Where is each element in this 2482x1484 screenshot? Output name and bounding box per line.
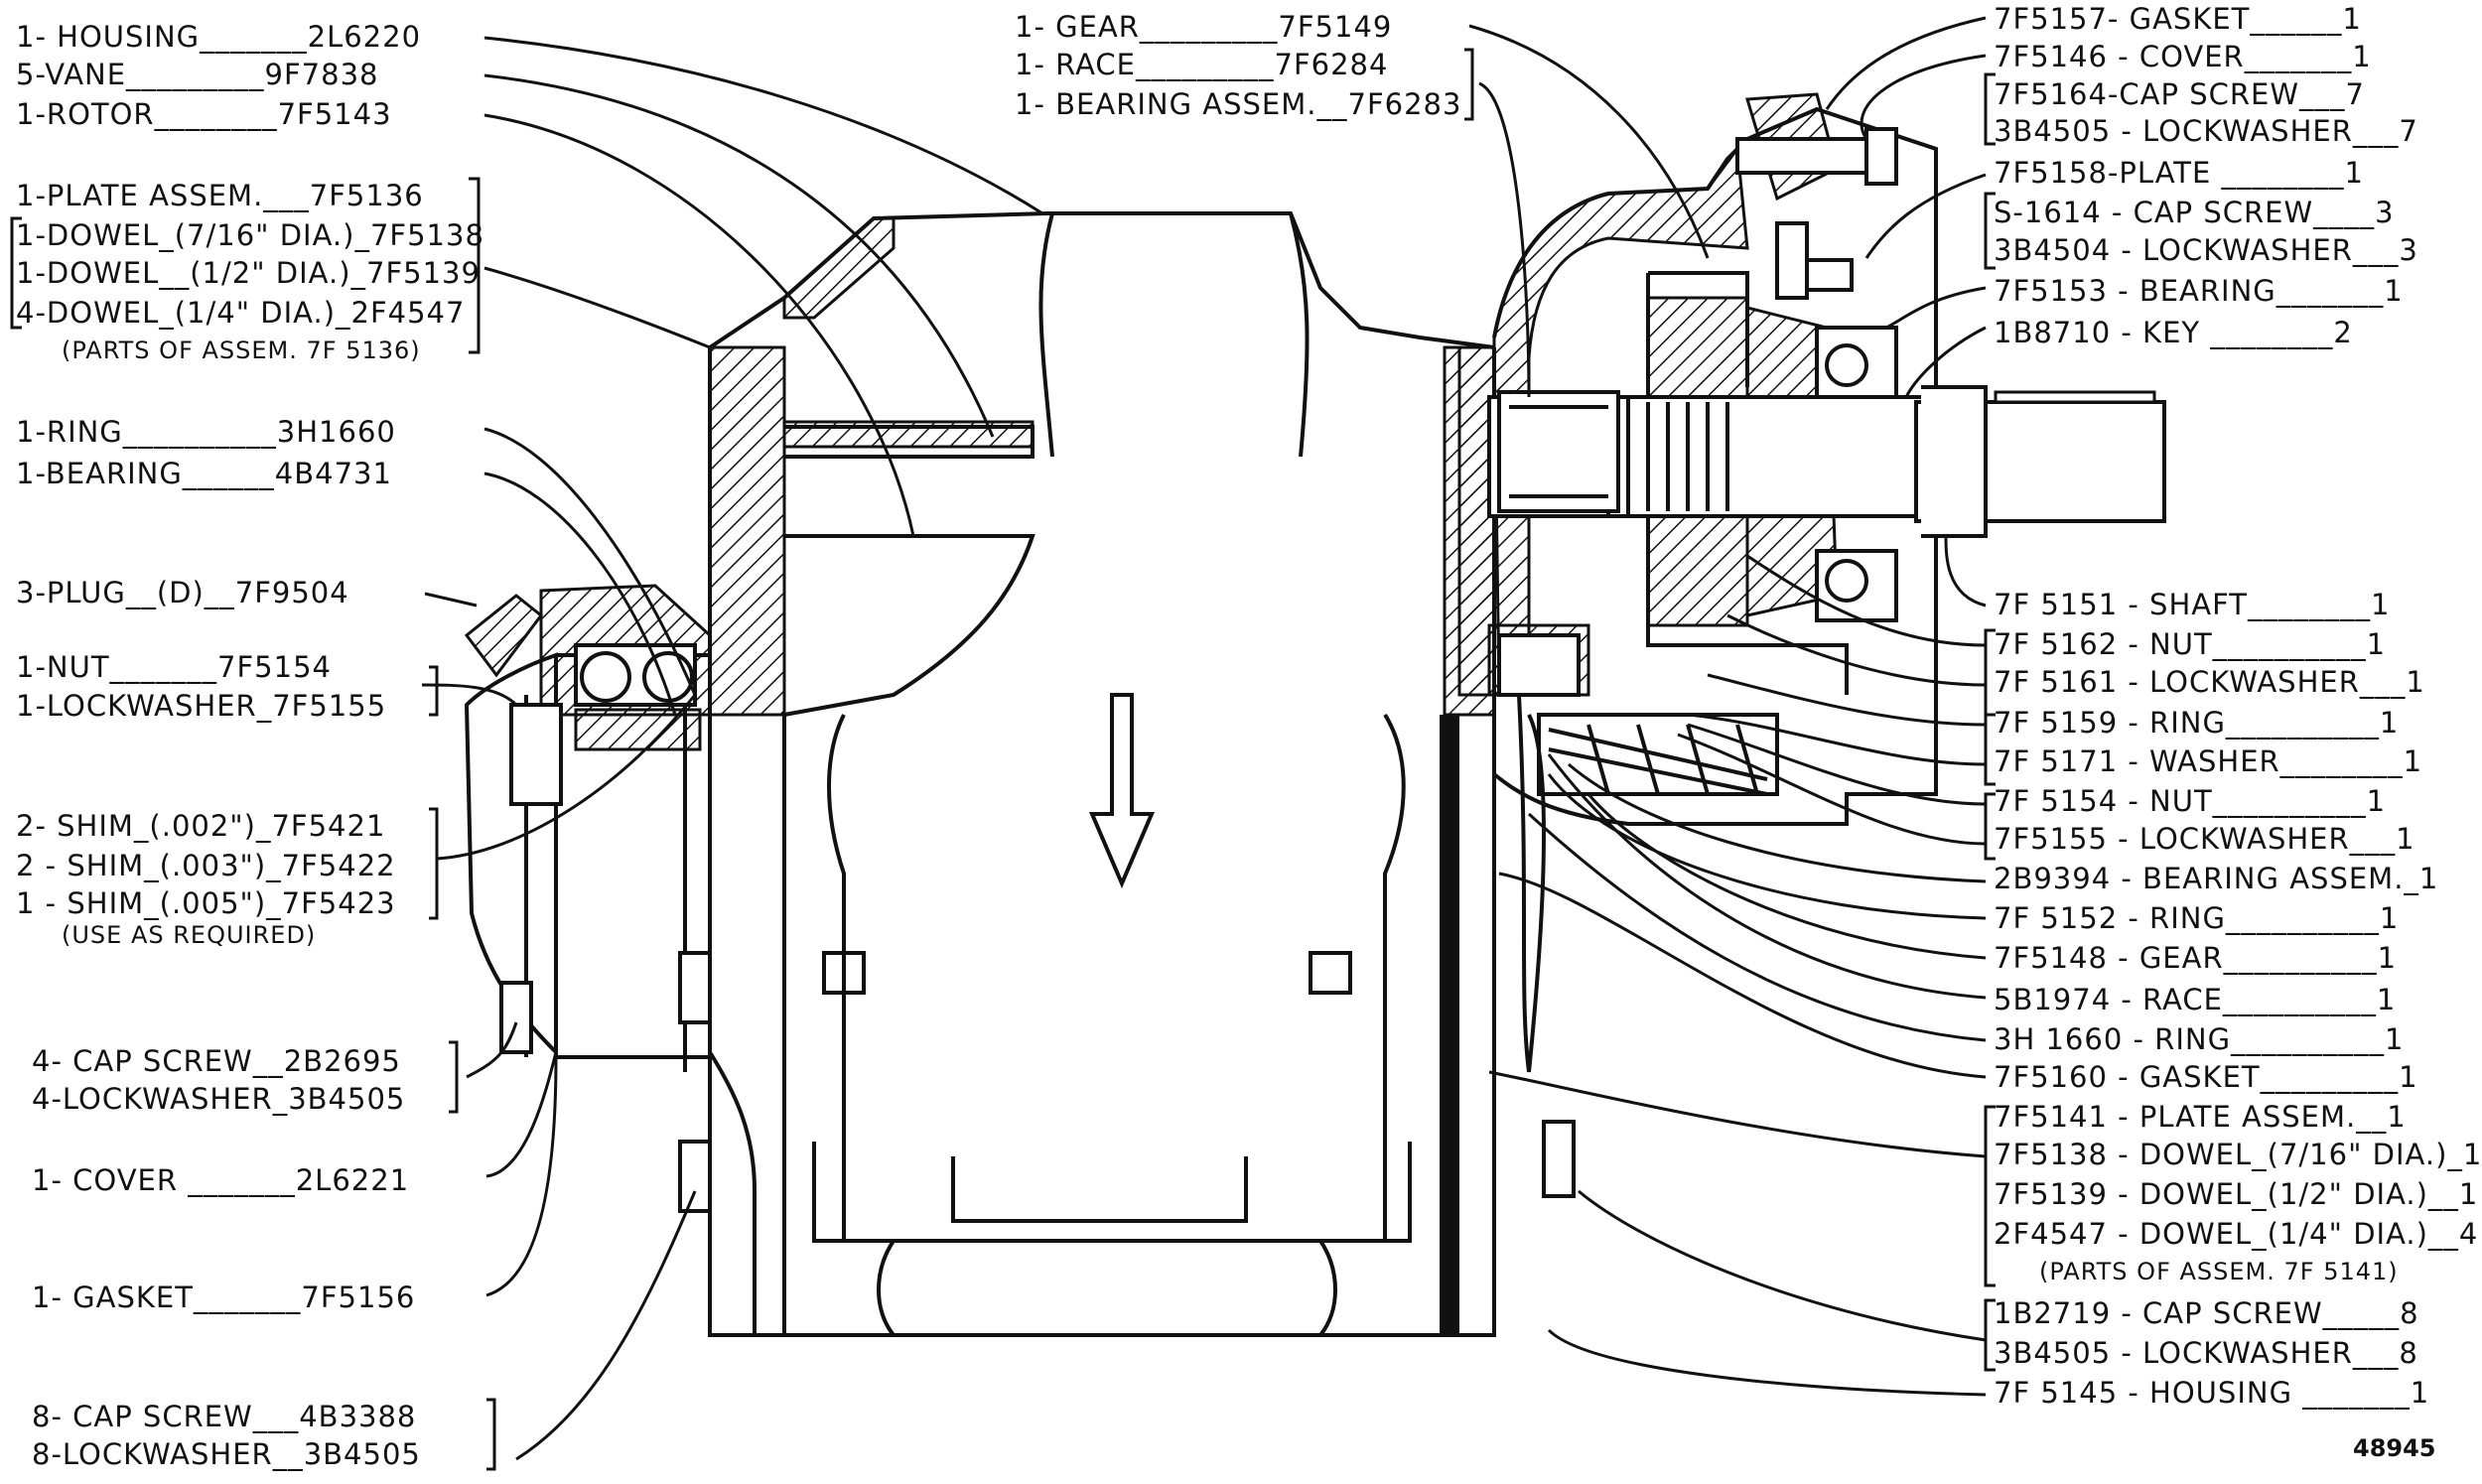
label-ring-7f5152: 7F 5152 - RING__________1	[1994, 901, 2400, 935]
label-shim-002: 2- SHIM_(.002")_7F5421	[16, 809, 386, 843]
label-bearing: 1-BEARING______4B4731	[16, 457, 392, 490]
label-use-as-required: (USE AS REQUIRED)	[62, 921, 317, 949]
label-shim-003: 2 - SHIM_(.003")_7F5422	[16, 849, 396, 882]
label-parts-of-assem-7f5136: (PARTS OF ASSEM. 7F 5136)	[62, 337, 421, 364]
label-gear-7f5149: 1- GEAR_________7F5149	[1015, 10, 1393, 44]
label-plate-7f5158: 7F5158-PLATE ________1	[1994, 156, 2365, 190]
label-plate-assem-7f5141: 7F5141 - PLATE ASSEM.__1	[1994, 1100, 2407, 1134]
label-race-5b1974: 5B1974 - RACE__________1	[1994, 983, 2397, 1016]
label-ring-7f5159: 7F 5159 - RING__________1	[1994, 706, 2400, 740]
label-nut: 1-NUT_______7F5154	[16, 650, 332, 684]
label-plate-assem: 1-PLATE ASSEM.___7F5136	[16, 179, 424, 212]
label-dowel-2f4547-right: 2F4547 - DOWEL_(1/4" DIA.)__4	[1994, 1217, 2479, 1251]
label-shaft-7f5151: 7F 5151 - SHAFT________1	[1994, 588, 2391, 621]
label-nut-7f5162: 7F 5162 - NUT__________1	[1994, 627, 2387, 661]
label-dowel-7f5138-right: 7F5138 - DOWEL_(7/16" DIA.)_1	[1994, 1138, 2482, 1171]
label-key-1b8710: 1B8710 - KEY ________2	[1994, 316, 2353, 349]
label-lockwasher-3b4505-right: 3B4505 - LOCKWASHER___8	[1994, 1336, 2418, 1370]
label-cap-screw-7f5164: 7F5164-CAP SCREW___7	[1994, 77, 2365, 111]
label-parts-of-assem-7f5141: (PARTS OF ASSEM. 7F 5141)	[2039, 1258, 2399, 1285]
label-lockwasher-3b4505-8: 8-LOCKWASHER__3B4505	[32, 1437, 421, 1471]
label-cover-7f5146: 7F5146 - COVER_______1	[1994, 40, 2372, 73]
lower-gear-assembly	[1527, 713, 1779, 1073]
label-ring-3h1660-right: 3H 1660 - RING__________1	[1994, 1022, 2405, 1056]
label-gasket-7f5156: 1- GASKET_______7F5156	[32, 1281, 416, 1314]
label-rotor: 1-ROTOR________7F5143	[16, 97, 392, 131]
label-lockwasher-3b4505-7: 3B4505 - LOCKWASHER___7	[1994, 114, 2418, 148]
label-washer-7f5171: 7F 5171 - WASHER________1	[1994, 744, 2423, 778]
main-housing	[708, 211, 1496, 1337]
flow-direction-arrow-icon	[1088, 693, 1156, 889]
label-plug: 3-PLUG__(D)__7F9504	[16, 576, 349, 609]
label-cap-screw-s1614: S-1614 - CAP SCREW____3	[1994, 196, 2395, 229]
label-lockwasher-3b4504: 3B4504 - LOCKWASHER___3	[1994, 233, 2418, 267]
label-nut-7f5154: 7F 5154 - NUT__________1	[1994, 784, 2387, 818]
leader-lines	[421, 16, 1987, 1461]
label-race-7f6284: 1- RACE_________7F6284	[1015, 48, 1389, 81]
roller-bearing	[1497, 390, 1620, 697]
left-cap-screws	[499, 951, 1576, 1213]
label-bearing-assem-7f6283: 1- BEARING ASSEM.__7F6283	[1015, 87, 1462, 121]
label-brackets	[10, 48, 1996, 1471]
right-ball-bearings	[1815, 326, 1898, 622]
label-dowel-1-4: 4-DOWEL_(1/4" DIA.)_2F4547	[16, 296, 466, 330]
label-dowel-1-2: 1-DOWEL__(1/2" DIA.)_7F5139	[16, 256, 481, 290]
label-lockwasher-7f5161: 7F 5161 - LOCKWASHER___1	[1994, 665, 2425, 699]
label-shim-005: 1 - SHIM_(.005")_7F5423	[16, 886, 396, 920]
label-cap-screw-2b2695: 4- CAP SCREW__2B2695	[32, 1044, 401, 1078]
label-vane: 5-VANE_________9F7838	[16, 58, 379, 91]
label-cover: 1- COVER _______2L6221	[32, 1163, 410, 1197]
label-dowel-7f5139-right: 7F5139 - DOWEL_(1/2" DIA.)__1	[1994, 1177, 2479, 1211]
label-lockwasher-7f5155-right: 7F5155 - LOCKWASHER___1	[1994, 822, 2415, 856]
label-cap-screw-1b2719: 1B2719 - CAP SCREW_____8	[1994, 1296, 2419, 1330]
label-gasket-7f5157: 7F5157- GASKET______1	[1994, 2, 2362, 36]
right-cap-screws	[1735, 127, 1898, 300]
label-housing: 1- HOUSING_______2L6220	[16, 20, 422, 54]
label-lockwasher-3b4505: 4-LOCKWASHER_3B4505	[32, 1082, 406, 1116]
label-ring: 1-RING__________3H1660	[16, 415, 396, 449]
label-bearing-7f5153: 7F5153 - BEARING_______1	[1994, 274, 2404, 308]
label-gear-7f5148: 7F5148 - GEAR__________1	[1994, 941, 2398, 975]
label-cap-screw-4b3388: 8- CAP SCREW___4B3388	[32, 1400, 417, 1433]
label-housing-7f5145: 7F 5145 - HOUSING _______1	[1994, 1376, 2430, 1410]
label-bearing-assem-2b9394: 2B9394 - BEARING ASSEM._1	[1994, 862, 2439, 895]
label-dowel-7-16: 1-DOWEL_(7/16" DIA.)_7F5138	[16, 218, 484, 252]
shaft-key	[1994, 390, 2156, 404]
label-lockwasher-7f5155: 1-LOCKWASHER_7F5155	[16, 689, 387, 723]
label-gasket-7f5160: 7F5160 - GASKET_________1	[1994, 1060, 2418, 1094]
figure-number: 48945	[2353, 1434, 2436, 1462]
